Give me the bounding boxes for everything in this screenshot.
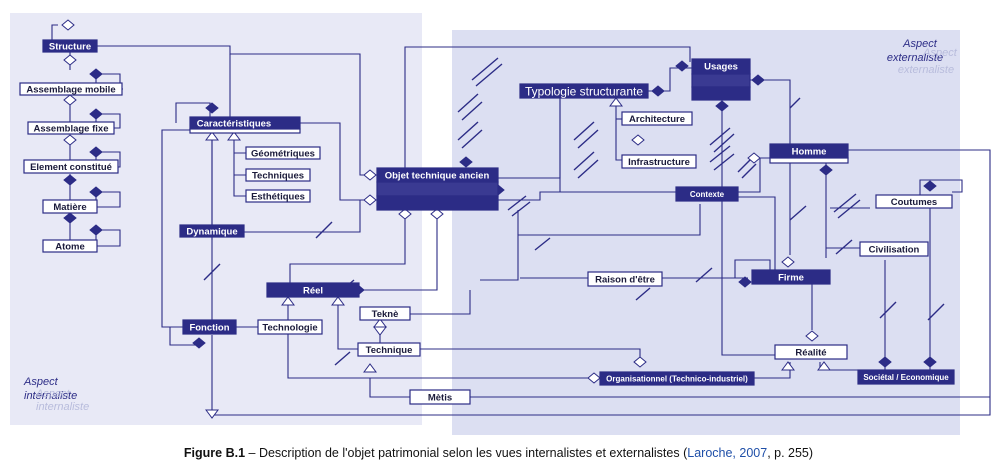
svg-text:Teknè: Teknè	[372, 309, 399, 320]
node-assemblage-fixe: Assemblage fixe	[27, 121, 115, 135]
node-geometriques: Géométriques	[245, 146, 321, 160]
figure-caption: Figure B.1 – Description de l'objet patr…	[0, 446, 997, 460]
aspect-external-label-1: Aspect	[902, 38, 938, 50]
aspect-internal-label-1: Aspect	[23, 376, 59, 388]
node-assemblage-mobile: Assemblage mobile	[19, 82, 123, 96]
svg-text:Architecture: Architecture	[629, 114, 685, 125]
node-architecture: Architecture	[621, 111, 693, 126]
node-esthetiques: Esthétiques	[245, 189, 311, 203]
node-matiere: Matière	[42, 199, 98, 214]
aspect-internal-ghost-2: internaliste	[36, 401, 89, 413]
node-societal-economique: Sociétal / Economique	[857, 369, 955, 385]
generalization-triangles	[205, 97, 831, 419]
aspect-external-label-2: externaliste	[887, 52, 943, 64]
association-arrows	[203, 57, 945, 366]
svg-text:Caractéristiques: Caractéristiques	[197, 119, 271, 130]
svg-text:Mètis: Mètis	[428, 393, 452, 404]
node-technologie: Technologie	[257, 319, 323, 335]
node-realite: Réalité	[774, 344, 848, 360]
svg-text:Raison d'être: Raison d'être	[595, 275, 655, 286]
caption-reference-link[interactable]: Laroche, 2007	[687, 446, 768, 460]
svg-text:Element constitué: Element constitué	[30, 162, 112, 173]
svg-text:Atome: Atome	[55, 242, 85, 253]
node-tekne: Teknè	[359, 306, 411, 321]
svg-text:Fonction: Fonction	[189, 323, 229, 334]
node-atome: Atome	[42, 239, 98, 253]
svg-text:Objet technique ancien: Objet technique ancien	[385, 171, 490, 182]
svg-text:Dynamique: Dynamique	[186, 227, 237, 238]
node-raison-d-etre: Raison d'être	[587, 271, 663, 287]
svg-text:Structure: Structure	[49, 42, 91, 53]
node-coutumes: Coutumes	[875, 194, 953, 209]
svg-text:Assemblage fixe: Assemblage fixe	[34, 124, 109, 135]
node-techniques: Techniques	[245, 168, 311, 182]
svg-text:Civilisation: Civilisation	[869, 245, 920, 256]
node-technique: Technique	[357, 342, 421, 357]
node-contexte: Contexte	[675, 186, 739, 202]
svg-text:Géométriques: Géométriques	[251, 149, 315, 160]
caption-text: Description de l'objet patrimonial selon…	[258, 446, 688, 460]
svg-text:Typologie structurante: Typologie structurante	[525, 85, 643, 99]
aspect-external-ghost-1: Aspect	[922, 47, 958, 59]
svg-text:Coutumes: Coutumes	[891, 197, 937, 208]
node-firme: Firme	[751, 269, 831, 285]
svg-text:Homme: Homme	[792, 147, 827, 158]
node-usages: Usages	[691, 58, 751, 101]
svg-text:Réel: Réel	[303, 286, 323, 297]
svg-text:Technologie: Technologie	[262, 323, 317, 334]
node-metis: Mètis	[409, 389, 471, 405]
node-typologie-structurante: Typologie structurante	[519, 83, 649, 99]
aggregation-diamonds	[61, 19, 937, 384]
caption-tail: , p. 255)	[767, 446, 814, 460]
internal-panel	[10, 13, 422, 425]
node-fonction: Fonction	[182, 319, 237, 335]
svg-text:Esthétiques: Esthétiques	[251, 192, 305, 203]
node-objet-technique-ancien: Objet technique ancien	[376, 167, 499, 211]
svg-text:Techniques: Techniques	[252, 171, 304, 182]
node-civilisation: Civilisation	[859, 241, 929, 257]
diagram: Aspect externaliste Aspect externaliste …	[10, 13, 991, 435]
caption-dash: –	[245, 446, 259, 460]
svg-text:Infrastructure: Infrastructure	[628, 157, 690, 168]
svg-text:Assemblage mobile: Assemblage mobile	[26, 85, 115, 96]
node-infrastructure: Infrastructure	[621, 154, 697, 169]
node-element-constitue: Element constitué	[23, 159, 119, 174]
aspect-internal-label-2: internaliste	[24, 390, 77, 402]
svg-text:Usages: Usages	[704, 62, 738, 73]
node-structure: Structure	[42, 39, 98, 53]
svg-text:Firme: Firme	[778, 273, 804, 284]
node-reel: Réel	[266, 282, 360, 298]
figure-label: Figure B.1	[183, 446, 246, 460]
svg-text:Matière: Matière	[53, 202, 86, 213]
svg-text:Réalité: Réalité	[795, 348, 826, 359]
aspect-external-ghost-2: externaliste	[898, 64, 954, 76]
svg-text:Technique: Technique	[366, 345, 413, 356]
svg-text:Organisationnel (Technico-indu: Organisationnel (Technico-industriel)	[606, 375, 748, 384]
node-dynamique: Dynamique	[179, 224, 245, 238]
node-homme: Homme	[769, 143, 849, 164]
svg-text:Sociétal / Economique: Sociétal / Economique	[863, 373, 949, 382]
svg-text:Contexte: Contexte	[690, 190, 725, 199]
node-caracteristiques: Caractéristiques	[189, 116, 301, 134]
aspect-internal-ghost-1: Aspect	[35, 388, 71, 400]
node-organisationnel: Organisationnel (Technico-industriel)	[599, 371, 755, 386]
